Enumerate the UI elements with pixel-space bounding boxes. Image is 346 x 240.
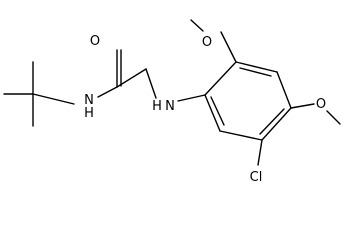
ring-bond-1 [204, 61, 237, 96]
methoxy-top [190, 19, 237, 63]
bond-carbonyl-to-ch2 [116, 68, 147, 88]
ring-inner-double-3 [210, 96, 225, 126]
tert-butyl-group [3, 61, 75, 127]
structure-diagram: O N H H N O O Cl [3, 19, 341, 185]
methoxy-right [290, 103, 341, 125]
bond-ring-to-chlorine [257, 139, 263, 166]
atom-label-chlorine: Cl [250, 170, 263, 185]
atom-label-methoxy-oxygen-right: O [316, 97, 326, 112]
bond-amide-n-to-carbonyl [97, 86, 118, 98]
bond-ring-to-o-right [290, 103, 315, 109]
ring-bond-6 [204, 94, 221, 132]
bond-amine-n-to-ring [177, 94, 206, 102]
benzene-ring [204, 61, 292, 141]
atom-label-amide-oxygen: O [90, 34, 100, 49]
bond-tbu-to-amide-n [32, 93, 75, 105]
ring-inner-double-1 [239, 67, 272, 77]
bond-ring-to-o-top [220, 31, 237, 63]
ring-bond-4 [261, 107, 292, 141]
bond-o-top-to-methyl [190, 19, 204, 32]
bond-ch2-to-amine-n [145, 68, 157, 99]
atom-label-amide-nitrogen: N [84, 93, 94, 108]
ring-bond-5 [219, 130, 263, 141]
ring-bond-2 [235, 61, 278, 73]
atom-label-amine-hydrogen: H [152, 99, 162, 114]
ring-bond-3 [276, 71, 292, 109]
ring-inner-double-2 [259, 108, 285, 135]
atom-label-methoxy-oxygen-top: O [202, 35, 212, 50]
atom-label-amide-hydrogen: H [84, 106, 94, 121]
bond-o-right-to-methyl [326, 110, 341, 125]
atom-label-amine-nitrogen: N [165, 99, 175, 114]
amide-group [97, 49, 157, 99]
